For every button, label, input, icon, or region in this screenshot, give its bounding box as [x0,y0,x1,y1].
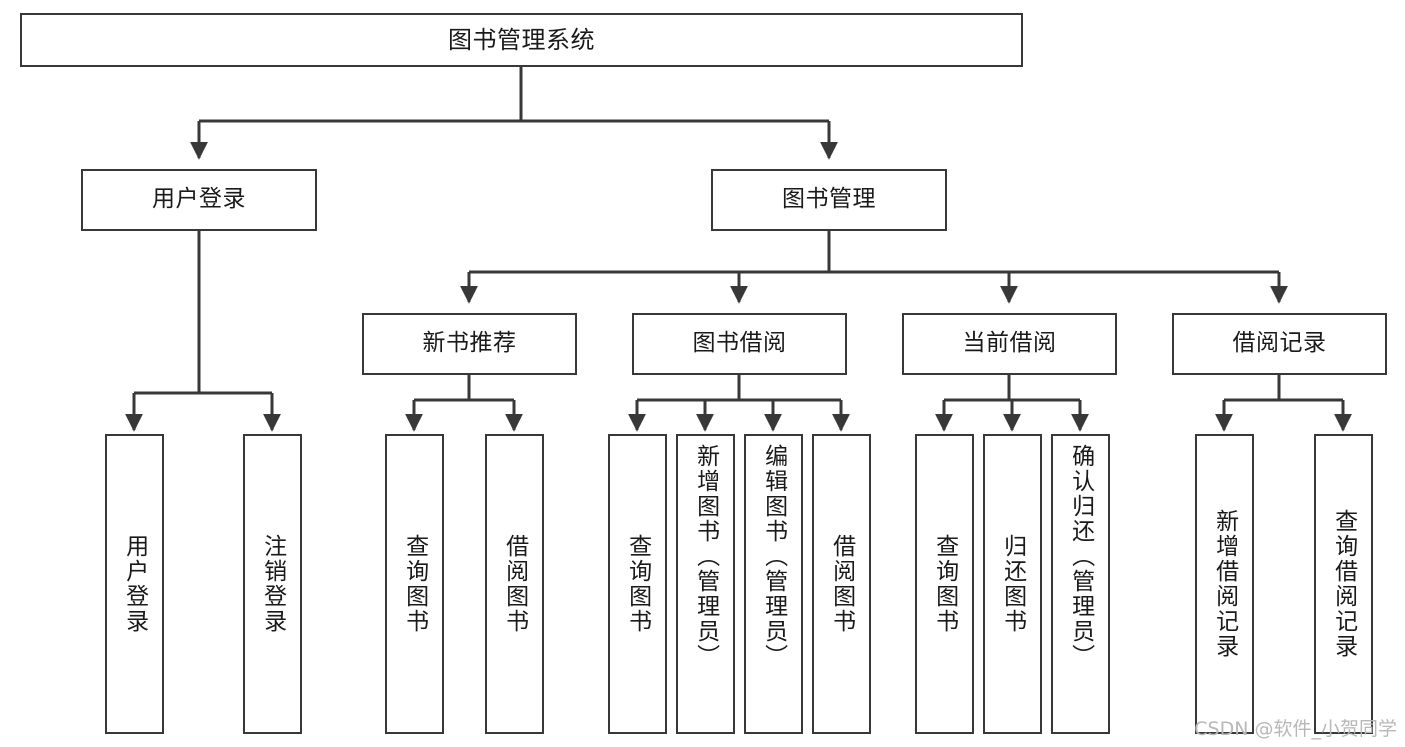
leaf-book-borrow-borrow-book[interactable]: 借阅图书 [812,434,871,734]
node-label: 查询图书 [931,534,958,634]
node-label: 借阅图书 [501,534,528,634]
node-label: 编辑图书（管理员） [760,444,787,669]
node-user-login[interactable]: 用户登录 [81,169,317,231]
node-label: 借阅图书 [828,534,855,634]
node-label: 当前借阅 [962,330,1057,357]
leaf-new-book-borrow-book[interactable]: 借阅图书 [485,434,544,734]
node-label: 新增图书（管理员） [692,444,719,669]
leaf-current-borrow-query-book[interactable]: 查询图书 [915,434,974,734]
node-borrow-record[interactable]: 借阅记录 [1172,313,1387,375]
node-label: 用户登录 [152,186,246,213]
node-label: 确认归还（管理员） [1067,444,1094,669]
leaf-book-borrow-add-book-admin[interactable]: 新增图书（管理员） [676,434,735,734]
node-root-book-management-system[interactable]: 图书管理系统 [20,13,1023,67]
node-label: 借阅记录 [1232,330,1327,357]
leaf-user-login-login[interactable]: 用户登录 [105,434,164,734]
node-label: 图书管理系统 [448,25,595,54]
node-label: 查询图书 [624,534,651,634]
node-book-management[interactable]: 图书管理 [711,169,947,231]
leaf-current-borrow-return-book[interactable]: 归还图书 [983,434,1042,734]
leaf-borrow-record-add-record[interactable]: 新增借阅记录 [1195,434,1254,734]
node-label: 查询图书 [401,534,428,634]
node-label: 用户登录 [121,534,148,634]
node-label: 图书管理 [782,186,876,213]
node-book-borrow[interactable]: 图书借阅 [632,313,847,375]
node-label: 新书推荐 [422,330,517,357]
leaf-new-book-query-book[interactable]: 查询图书 [385,434,444,734]
leaf-book-borrow-query-book[interactable]: 查询图书 [608,434,667,734]
node-new-book-recommend[interactable]: 新书推荐 [362,313,577,375]
node-current-borrow[interactable]: 当前借阅 [902,313,1117,375]
node-label: 注销登录 [259,534,286,634]
leaf-borrow-record-query-record[interactable]: 查询借阅记录 [1314,434,1373,734]
node-label: 归还图书 [999,534,1026,634]
leaf-user-login-logout[interactable]: 注销登录 [243,434,302,734]
watermark: CSDN @软件_小贺同学 [1194,718,1397,740]
node-label: 新增借阅记录 [1211,509,1238,659]
leaf-current-borrow-confirm-return-admin[interactable]: 确认归还（管理员） [1051,434,1110,734]
node-label: 图书借阅 [692,330,787,357]
node-label: 查询借阅记录 [1330,509,1357,659]
leaf-book-borrow-edit-book-admin[interactable]: 编辑图书（管理员） [744,434,803,734]
